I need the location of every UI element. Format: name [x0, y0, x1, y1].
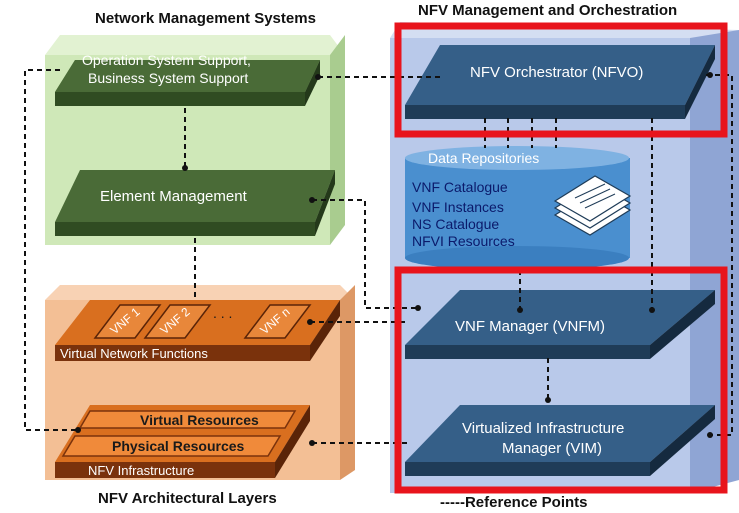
vnfm-label: VNF Manager (VNFM)	[455, 318, 606, 335]
nfvo-label: NFV Orchestrator (NFVO)	[470, 64, 644, 81]
physical-resources-label: Physical Resources	[112, 438, 245, 454]
layers-title: NFV Architectural Layers	[98, 490, 277, 507]
oss-label-line1: Operation System Support,	[82, 52, 251, 68]
nfvi-layer-slab	[55, 405, 310, 478]
highlight-box-vnfm-vim	[394, 266, 728, 494]
mano-title: NFV Management and Orchestration	[418, 2, 678, 19]
vim-slab	[405, 405, 715, 476]
repo-item-ns-catalogue: NS Catalogue	[412, 216, 500, 232]
vnf-band-label: Virtual Network Functions	[60, 346, 208, 361]
document-stack-icon	[553, 175, 632, 236]
repo-item-nfvi-resources: NFVI Resources	[412, 233, 515, 249]
element-management-slab	[55, 170, 335, 236]
nfvi-band-label: NFV Infrastructure	[88, 463, 195, 478]
vnf-ellipsis: . . .	[213, 305, 233, 321]
nms-title: Network Management Systems	[95, 10, 316, 27]
vim-label-line2: Manager (VIM)	[502, 440, 603, 457]
reference-point-arrowheads	[75, 72, 713, 446]
oss-label-line2: Business System Support	[88, 70, 249, 86]
data-repositories-label: Data Repositories	[428, 150, 540, 166]
virtual-resources-label: Virtual Resources	[140, 412, 259, 428]
vnf-boxes	[93, 304, 312, 339]
repo-item-vnf-instances: VNF Instances	[412, 199, 504, 215]
reference-points-legend: -----Reference Points	[440, 494, 588, 511]
oss-bss-slab	[55, 60, 320, 106]
highlight-box-nfvo	[394, 22, 728, 138]
vim-label-line1: Virtualized Infrastructure	[462, 420, 625, 437]
element-management-label: Element Management	[100, 188, 247, 205]
vnfm-slab	[405, 290, 715, 359]
repo-item-vnf-catalogue: VNF Catalogue	[412, 179, 508, 195]
nfvo-slab	[405, 45, 715, 119]
